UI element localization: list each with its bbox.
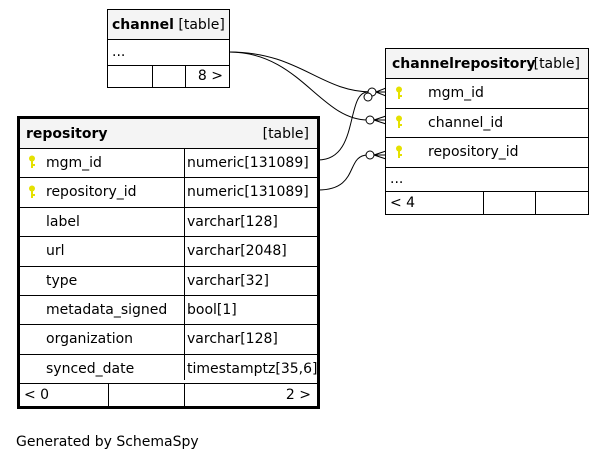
- column-name: repository_id: [428, 144, 519, 160]
- column-row[interactable]: mgm_id numeric[131089]: [20, 148, 317, 177]
- column-name: mgm_id: [46, 154, 102, 171]
- table-footer: 8 >: [108, 65, 229, 87]
- column-name: channel_id: [428, 114, 504, 131]
- table-channelrepository[interactable]: channelrepository [table] mgm_id channel…: [385, 48, 589, 215]
- ellipsis: ...: [390, 171, 404, 187]
- table-footer: < 4: [386, 191, 588, 214]
- table-name: repository: [26, 125, 108, 142]
- table-tag: [table]: [262, 125, 309, 142]
- column-row[interactable]: channel_id: [386, 108, 588, 137]
- column-row[interactable]: mgm_id: [386, 78, 588, 108]
- generated-by-footer: Generated by SchemaSpy: [16, 434, 199, 450]
- column-type: varchar[128]: [187, 331, 278, 347]
- column-type: bool[1]: [187, 301, 237, 318]
- column-row[interactable]: label varchar[128]: [20, 207, 317, 236]
- footer-parents-count[interactable]: < 0: [24, 386, 50, 403]
- edge-repository-repository-id: [317, 154, 369, 191]
- ellipsis-row: ...: [108, 39, 229, 65]
- table-tag: [table]: [178, 16, 225, 33]
- column-row[interactable]: repository_id numeric[131089]: [20, 177, 317, 207]
- table-repository[interactable]: repository [table] mgm_id numeric[131089…: [17, 116, 320, 409]
- crows-foot-repository-id: [365, 150, 387, 160]
- column-name: organization: [46, 331, 134, 347]
- table-name: channel: [112, 16, 174, 33]
- column-type: varchar[128]: [187, 213, 278, 230]
- table-channel[interactable]: channel [table] ... 8 >: [107, 9, 230, 88]
- ellipsis-row: ...: [386, 167, 588, 191]
- edge-repository-mgm: [317, 91, 369, 161]
- table-footer: < 0 2 >: [20, 383, 317, 406]
- column-type: varchar[32]: [187, 272, 269, 289]
- table-tag: [table]: [533, 55, 580, 72]
- table-name: channelrepository: [392, 55, 536, 72]
- column-name: synced_date: [46, 360, 135, 377]
- footer-parents-count[interactable]: < 4: [390, 194, 416, 211]
- ellipsis: ...: [112, 44, 126, 60]
- table-header: channelrepository [table]: [386, 49, 588, 78]
- column-row[interactable]: url varchar[2048]: [20, 236, 317, 266]
- column-row[interactable]: metadata_signed bool[1]: [20, 295, 317, 324]
- column-type: numeric[131089]: [187, 154, 309, 171]
- key-icon: [29, 185, 35, 198]
- column-row[interactable]: synced_date timestamptz[35,6]: [20, 354, 317, 383]
- column-type: timestamptz[35,6]: [187, 360, 318, 377]
- edge-channel-mgm: [228, 51, 373, 93]
- column-type: numeric[131089]: [187, 184, 309, 200]
- column-name: url: [46, 243, 65, 259]
- crows-foot-channel-id: [365, 115, 387, 125]
- column-type: varchar[2048]: [187, 243, 287, 259]
- footer-children-count[interactable]: 2 >: [285, 386, 311, 403]
- crows-foot-mgm: [363, 87, 387, 102]
- edge-channel-channel-id: [228, 51, 369, 121]
- key-icon: [29, 155, 35, 168]
- table-header: repository [table]: [20, 119, 317, 148]
- column-name: repository_id: [46, 184, 137, 200]
- footer-children-count[interactable]: 8 >: [197, 68, 223, 84]
- column-name: label: [46, 213, 80, 230]
- column-name: type: [46, 272, 78, 289]
- table-header: channel [table]: [108, 10, 229, 39]
- column-name: metadata_signed: [46, 301, 168, 318]
- column-row[interactable]: type varchar[32]: [20, 266, 317, 295]
- column-name: mgm_id: [428, 85, 484, 101]
- column-row[interactable]: organization varchar[128]: [20, 324, 317, 354]
- key-icon: [396, 145, 402, 158]
- column-row[interactable]: repository_id: [386, 137, 588, 167]
- key-icon: [396, 115, 402, 128]
- key-icon: [396, 86, 402, 99]
